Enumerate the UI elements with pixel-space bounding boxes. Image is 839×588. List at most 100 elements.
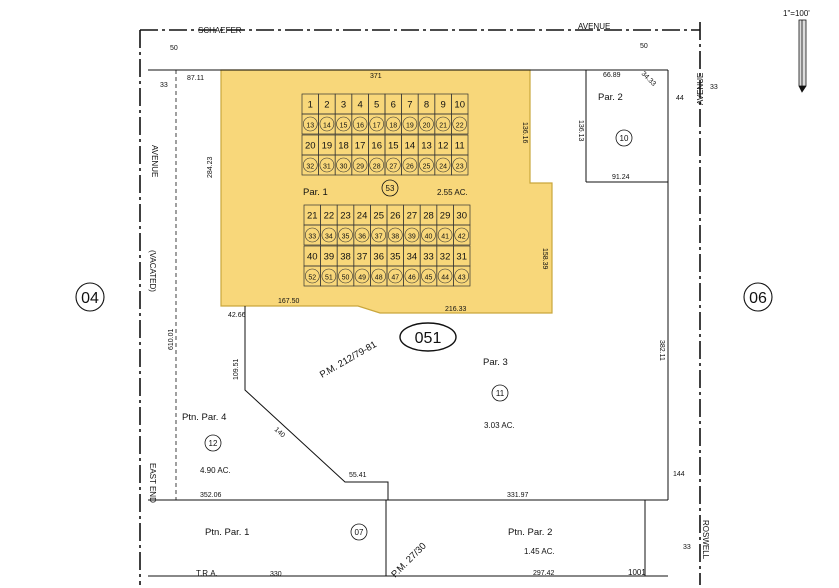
lot-label: 29 [440, 211, 451, 222]
svg-text:50: 50 [170, 45, 178, 52]
par3-number: 11 [491, 384, 509, 402]
lot-cell [451, 113, 469, 135]
lot-label: 28 [373, 164, 381, 171]
lot-label: 36 [358, 234, 366, 241]
lot-label: 34 [325, 234, 333, 241]
boundary-lines [139, 22, 701, 585]
lot-label: 25 [373, 211, 384, 222]
lot-number-circle [319, 157, 335, 173]
lot-label: 1 [308, 100, 313, 111]
lot-label: 17 [355, 141, 366, 152]
lot-label: 3 [341, 100, 346, 111]
svg-text:33: 33 [683, 544, 691, 551]
ptn1-label: Ptn. Par. 1 [205, 527, 249, 538]
lot-number-circle [419, 157, 434, 173]
ptn4-number: 12 [204, 434, 222, 452]
lot-label: 13 [306, 123, 314, 130]
scale-label: 1"=100' [783, 9, 810, 18]
lot-label: 2 [324, 100, 329, 111]
svg-text:297.42: 297.42 [533, 570, 555, 577]
lot-number-circle [354, 227, 370, 243]
lot-label: 23 [340, 211, 351, 222]
lot-label: 9 [440, 100, 445, 111]
lot-label: 12 [438, 141, 449, 152]
lot-number-circle [419, 116, 434, 132]
lot-label: 15 [388, 141, 399, 152]
svg-text:144: 144 [673, 471, 685, 478]
lot-number-circle [352, 116, 368, 132]
svg-text:07: 07 [355, 528, 364, 537]
lot-label: 29 [356, 164, 364, 171]
lot-label: 31 [456, 252, 467, 263]
lot-number-circle [369, 157, 385, 173]
adjacent-page-right: 06 [743, 282, 773, 312]
lot-number-circle [338, 227, 353, 243]
par1-area: 2.55 AC. [437, 188, 468, 197]
lot-number-circle [385, 116, 401, 132]
ptn2-area: 1.45 AC. [524, 547, 555, 556]
lot-label: 10 [454, 100, 465, 111]
lot-label: 24 [439, 164, 447, 171]
lot-cell [451, 154, 469, 176]
par3-label: Par. 3 [483, 357, 508, 368]
lot-label: 46 [408, 275, 416, 282]
lot-cell [453, 224, 471, 246]
lot-label: 34 [407, 252, 418, 263]
svg-text:33: 33 [710, 84, 718, 91]
lot-label: 44 [441, 275, 449, 282]
north-arrow-icon [798, 19, 807, 93]
lot-label: 27 [389, 164, 397, 171]
lot-label: 21 [439, 123, 447, 130]
lot-label: 51 [325, 275, 333, 282]
svg-text:04: 04 [81, 290, 99, 307]
ptn1-number: 07 [350, 523, 368, 541]
lot-label: 45 [425, 275, 433, 282]
lot-label: 21 [307, 211, 318, 222]
lot-number-circle [454, 268, 470, 284]
lot-label: 40 [307, 252, 318, 263]
lot-number-circle [435, 116, 451, 132]
tra-code: 1001 [628, 568, 646, 577]
lot-label: 20 [305, 141, 316, 152]
lot-label: 32 [440, 252, 451, 263]
lot-label: 7 [407, 100, 412, 111]
lot-label: 28 [423, 211, 434, 222]
street-schaefer: SCHAEFER [198, 26, 242, 35]
lot-number-circle [404, 227, 420, 243]
lot-number-circle [321, 268, 337, 284]
pm-ref-lower: P.M. 27/30 [389, 541, 428, 580]
par3-area: 3.03 AC. [484, 421, 515, 430]
svg-text:136.16: 136.16 [521, 122, 528, 144]
ptn4-label: Ptn. Par. 4 [182, 412, 226, 423]
lot-label: 31 [323, 164, 331, 171]
lot-label: 13 [421, 141, 432, 152]
lot-label: 37 [357, 252, 368, 263]
svg-text:53: 53 [386, 184, 395, 193]
ptn2-label: Ptn. Par. 2 [508, 527, 552, 538]
svg-text:66.89: 66.89 [603, 72, 621, 79]
svg-text:371: 371 [370, 73, 382, 80]
lot-label: 35 [390, 252, 401, 263]
lot-number-circle [387, 227, 403, 243]
par1-number: 53 [381, 179, 399, 197]
lot-label: 4 [357, 100, 362, 111]
lot-label: 23 [456, 164, 464, 171]
lot-number-circle [385, 157, 401, 173]
lot-number-circle [354, 268, 370, 284]
lot-label: 22 [456, 123, 464, 130]
lot-number-circle [387, 268, 403, 284]
lot-number-circle [437, 227, 453, 243]
lot-label: 26 [390, 211, 401, 222]
lot-label: 40 [425, 234, 433, 241]
street-east-end: EAST END [148, 463, 157, 503]
lot-label: 30 [456, 211, 467, 222]
ptn4-area: 4.90 AC. [200, 466, 231, 475]
svg-text:87.11: 87.11 [187, 75, 204, 82]
lot-label: 18 [389, 123, 397, 130]
svg-text:109.51: 109.51 [233, 358, 240, 380]
lot-number-circle [402, 157, 418, 173]
lot-label: 16 [356, 123, 364, 130]
